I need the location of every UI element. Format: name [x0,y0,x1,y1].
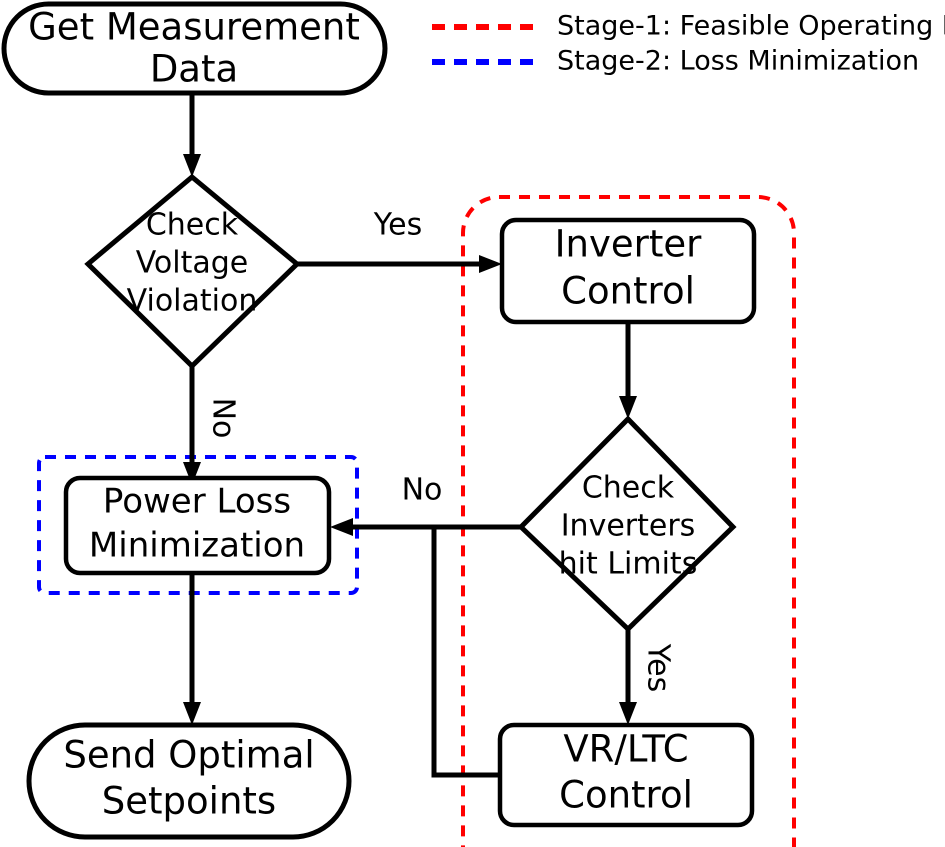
node-send-optimal-setpoints[interactable]: Send Optimal Setpoints [26,722,352,840]
legend-item-stage2: Stage-2: Loss Minimization [432,46,919,77]
node-get-measurement-data-line1: Get Measurement [28,6,360,49]
stage1-group-container [461,195,796,847]
node-check-voltage-violation-line3: Violation [127,284,258,319]
node-vrltc-control-line1: VR/LTC [563,728,688,771]
edge-check-inverters-to-vrltc: Yes [619,629,676,725]
edge-check-voltage-to-power-loss: No [183,366,241,485]
node-send-optimal-line2: Setpoints [102,780,276,823]
node-check-voltage-violation[interactable]: Check Voltage Violation [84,173,301,370]
node-power-loss-line2: Minimization [89,526,305,566]
node-check-inverters-hit-limits[interactable]: Check Inverters hit Limits [517,415,737,633]
edge-label-no-loop: No [402,473,443,508]
node-power-loss-minimization[interactable]: Power Loss Minimization [63,475,332,576]
node-vrltc-control[interactable]: VR/LTC Control [497,722,755,828]
node-inverter-control[interactable]: Inverter Control [499,217,757,325]
node-get-measurement-data[interactable]: Get Measurement Data [1,1,388,96]
node-check-inverters-line2: Inverters [561,509,696,544]
node-power-loss-line1: Power Loss [103,482,291,522]
edge-power-loss-to-send-optimal [183,573,201,725]
edge-check-inverters-to-power-loss: No [330,473,521,536]
node-check-inverters-line1: Check [582,471,675,506]
edge-inverter-to-check-inverters [619,322,637,419]
node-inverter-control-line1: Inverter [555,223,703,266]
legend: Stage-1: Feasible Operating Point Stage-… [432,11,945,77]
node-vrltc-control-line2: Control [559,774,693,817]
node-check-inverters-line3: hit Limits [559,547,698,582]
node-get-measurement-data-line2: Data [150,48,238,91]
legend-label-stage1: Stage-1: Feasible Operating Point [557,11,945,42]
legend-label-stage2: Stage-2: Loss Minimization [557,46,919,77]
node-check-voltage-violation-line1: Check [146,208,239,243]
stage2-group-container [37,455,359,595]
node-check-voltage-violation-line2: Voltage [136,246,249,281]
edge-label-yes-inverter: Yes [373,208,422,243]
node-send-optimal-line1: Send Optimal [63,734,314,777]
edge-check-voltage-to-inverter: Yes [297,208,502,273]
legend-item-stage1: Stage-1: Feasible Operating Point [432,11,945,42]
edge-vrltc-feedback-to-power-loss [431,527,500,778]
node-inverter-control-line2: Control [561,270,695,313]
edge-label-yes-vrltc: Yes [641,643,676,692]
edge-start-to-check-voltage [183,93,201,177]
edge-label-no-power-loss: No [206,398,241,439]
